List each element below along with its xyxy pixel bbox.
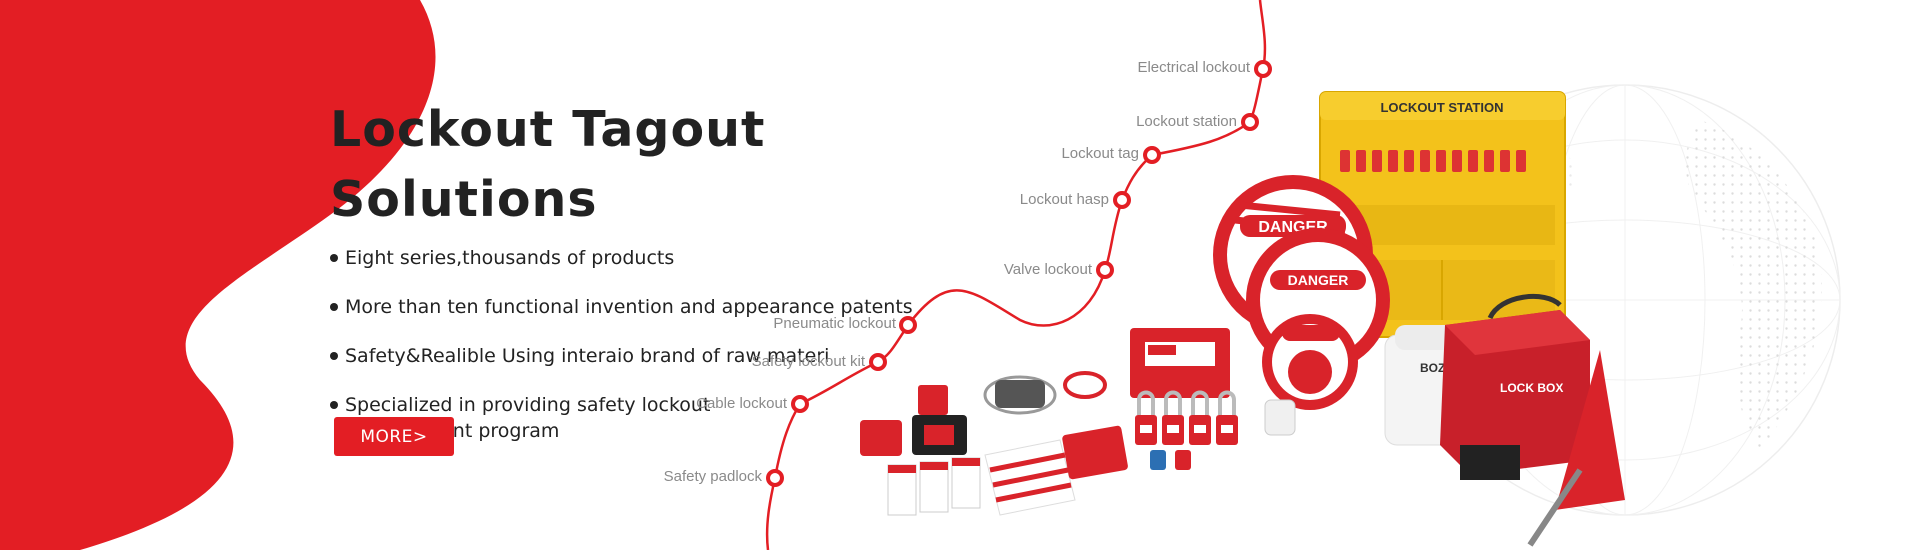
feature-text: Safety&Realible Using interaio brand of … xyxy=(345,345,830,367)
label-safety-padlock[interactable]: Safety padlock xyxy=(663,468,762,485)
danger-label-medium: DANGER xyxy=(1288,272,1349,288)
more-button[interactable]: MORE> xyxy=(334,417,454,456)
feature-list: Eight series,thousands of products More … xyxy=(330,245,1030,444)
small-lockout-device xyxy=(1150,399,1296,470)
bullet-icon xyxy=(330,303,338,311)
bullet-icon xyxy=(330,401,338,409)
label-lockout-station[interactable]: Lockout station xyxy=(1136,113,1237,130)
cone-lockout-product xyxy=(1460,350,1625,547)
label-lockout-hasp[interactable]: Lockout hasp xyxy=(1019,191,1109,208)
label-safety-lockout-kit[interactable]: Safety lockout kit xyxy=(751,353,865,370)
node-cable-lockout xyxy=(791,395,809,413)
label-pneumatic-lockout[interactable]: Pneumatic lockout xyxy=(773,315,896,332)
node-lockout-station xyxy=(1241,113,1259,131)
timeline-nodes xyxy=(766,60,1272,487)
label-electrical-lockout[interactable]: Electrical lockout xyxy=(1137,59,1250,76)
feature-item: Safety&Realible Using interaio brand of … xyxy=(330,343,1030,369)
node-electrical-lockout xyxy=(1254,60,1272,78)
valve-lockout-small xyxy=(1262,314,1358,410)
danger-tags-product xyxy=(887,425,1128,516)
node-safety-lockout-kit xyxy=(869,353,887,371)
lock-box-text: LOCK BOX xyxy=(1500,381,1563,395)
feature-text: Eight series,thousands of products xyxy=(345,247,675,269)
station-sign-text: LOCKOUT STATION xyxy=(1380,100,1503,115)
hero-content: Lockout Tagout Solutions Eight series,th… xyxy=(330,95,1030,467)
node-safety-padlock xyxy=(766,469,784,487)
cable-lockout-product xyxy=(983,371,1107,415)
node-lockout-tag xyxy=(1143,146,1161,164)
feature-item: Eight series,thousands of products xyxy=(330,245,1030,271)
red-wave-shape xyxy=(0,0,436,550)
lock-box-product: LOCK BOX xyxy=(1440,293,1590,475)
hero-title: Lockout Tagout Solutions xyxy=(330,101,766,228)
electrical-lockout-box xyxy=(1130,328,1230,398)
product-collage: LOCKOUT STATION DANGER xyxy=(860,91,1625,547)
label-cable-lockout[interactable]: Cable lockout xyxy=(696,395,787,412)
node-valve-lockout xyxy=(1096,261,1114,279)
bullet-icon xyxy=(330,352,338,360)
label-valve-lockout[interactable]: Valve lockout xyxy=(1003,261,1092,278)
feature-text: More than ten functional invention and a… xyxy=(345,296,913,318)
node-lockout-hasp xyxy=(1113,191,1131,209)
breaker-lockout-product xyxy=(860,385,967,456)
padlocks-product xyxy=(1135,390,1238,445)
node-pneumatic-lockout xyxy=(899,316,917,334)
label-lockout-tag[interactable]: Lockout tag xyxy=(1061,145,1139,162)
bullet-icon xyxy=(330,254,338,262)
feature-item: More than ten functional invention and a… xyxy=(330,294,1030,320)
